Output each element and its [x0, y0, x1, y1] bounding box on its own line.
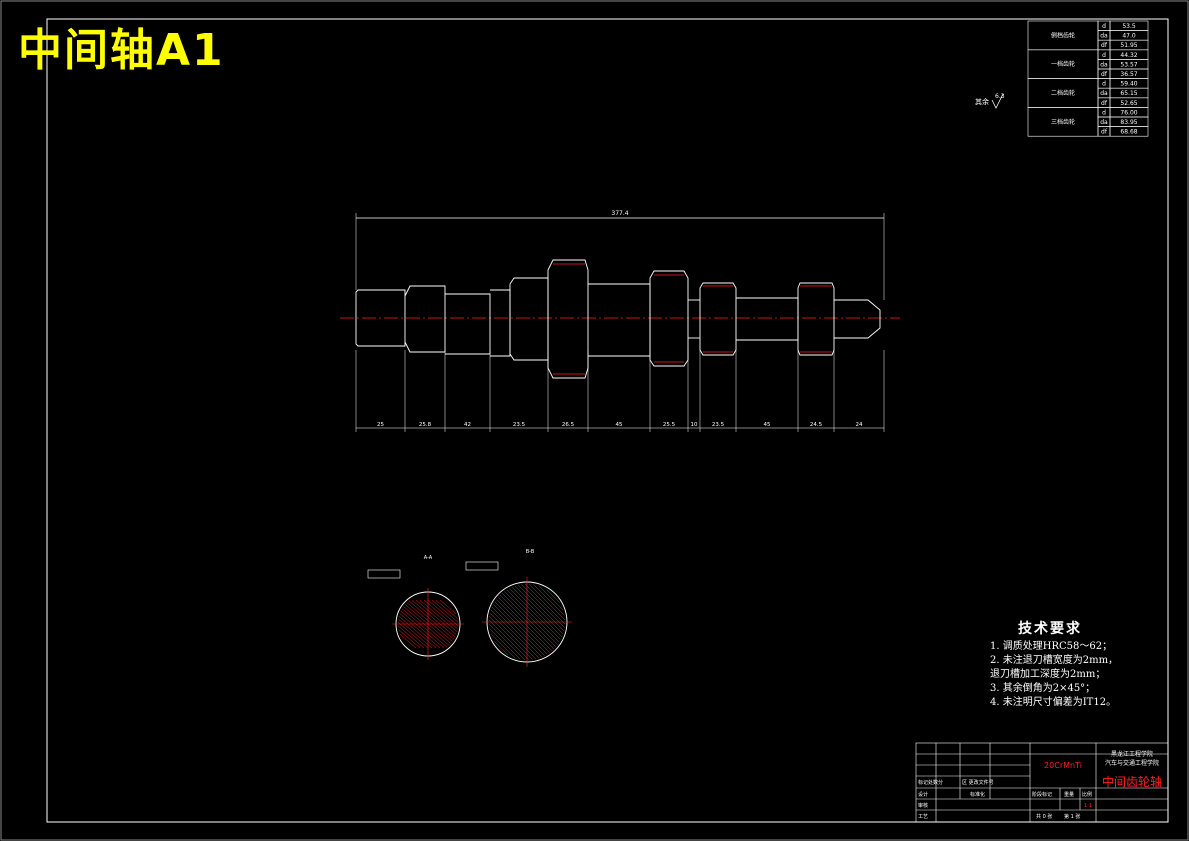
tech-req-item: 2. 未注退刀槽宽度为2mm，	[990, 655, 1119, 666]
segment-dimension-label: 25.5	[663, 422, 676, 428]
gear-param-symbol: df	[1101, 100, 1108, 107]
gear-param-symbol: da	[1100, 33, 1108, 40]
scale-value: 1:1	[1084, 803, 1092, 809]
shaft-gear-first	[547, 259, 589, 379]
overall-length-dimension: 377.4	[355, 210, 885, 300]
material-label: 20CrMnTi	[1044, 761, 1082, 770]
shaft-journal-1	[404, 285, 446, 353]
gear-param-value: 51.95	[1120, 42, 1137, 49]
review-label: 审核	[918, 802, 928, 809]
title-block	[915, 742, 1169, 823]
gear-param-symbol: d	[1102, 81, 1106, 88]
shaft-gear-third	[699, 282, 737, 356]
shaft-outline	[355, 259, 881, 379]
gear-param-symbol: df	[1101, 71, 1108, 78]
section-b-tolerance-frame	[465, 561, 499, 571]
tech-req-item: 退刀槽加工深度为2mm；	[990, 669, 1106, 680]
roughness-label: 其余	[975, 97, 989, 106]
gear-param-value: 47.0	[1122, 33, 1136, 40]
gear-param-symbol: d	[1102, 109, 1106, 116]
tech-req-item: 3. 其余倒角为2×45°；	[990, 683, 1096, 694]
segment-dimension-label: 45	[764, 422, 771, 428]
sheets-label: 共 0 张	[1036, 813, 1052, 820]
tech-req-item: 1. 调质处理HRC58～62；	[990, 641, 1113, 652]
gear-group-label: 二档齿轮	[1051, 89, 1075, 97]
section-view-b: B-B	[465, 549, 572, 667]
segment-dimension-label: 24	[856, 422, 863, 428]
section-a-tolerance-frame	[367, 569, 401, 579]
gear-param-value: 59.40	[1120, 81, 1137, 88]
gear-param-value: 53.5	[1122, 23, 1136, 30]
gear-param-value: 52.65	[1120, 100, 1137, 107]
shaft-end-right	[834, 299, 881, 339]
shaft-gear-second	[649, 270, 689, 367]
tech-req-item: 4. 未注明尺寸偏差为IT12。	[990, 697, 1117, 708]
design-label: 设计	[918, 791, 928, 798]
inner-frame	[46, 18, 1169, 823]
segment-dimension-label: 24.5	[810, 422, 823, 428]
doc-label: 区 更改文件号	[962, 779, 994, 786]
sheet-label: 第 1 张	[1064, 813, 1080, 820]
gear-param-value: 76.00	[1120, 109, 1137, 116]
shaft-splined-end	[797, 282, 835, 356]
gear-param-value: 65.15	[1120, 90, 1137, 97]
segment-dimension-label: 26.5	[562, 422, 575, 428]
gear-param-symbol: d	[1102, 52, 1106, 59]
section-b-label: B-B	[526, 549, 535, 555]
section-a-label: A-A	[424, 555, 433, 561]
gear-group-label: 倒档齿轮	[1051, 31, 1075, 39]
segment-dimension-label: 25.8	[419, 422, 432, 428]
dept-label: 汽车与交通工程学院	[1105, 759, 1159, 767]
roughness-note: 其余 6.3	[975, 93, 1005, 109]
gear-param-symbol: d	[1102, 23, 1106, 30]
gear-param-value: 53.57	[1120, 61, 1137, 68]
scale-label: 比例	[1082, 791, 1092, 798]
stage-label: 阶段标记	[1032, 791, 1052, 798]
shaft-mid-section	[588, 283, 651, 357]
gear-param-value: 44.32	[1120, 52, 1137, 59]
shaft-step-3	[736, 297, 799, 341]
segment-dimension-label: 23.5	[513, 422, 526, 428]
title-block-text: 20CrMnTi 黑龙江工程学院 汽车与交通工程学院 中间齿轮轴 标记处数分 区…	[918, 750, 1162, 820]
gear-param-symbol: df	[1101, 42, 1108, 49]
shaft-step-1	[445, 293, 491, 355]
gear-param-symbol: da	[1100, 61, 1108, 68]
roughness-value: 6.3	[995, 93, 1005, 100]
weight-label: 重量	[1064, 791, 1074, 798]
gear-tooth-marks	[553, 263, 832, 375]
gear-parameter-table: 倒档齿轮 d 53.5 da 47.0 df 51.95 一档齿轮 d 44.32 da 53.57 d…	[1027, 20, 1149, 137]
gear-param-value: 36.57	[1120, 71, 1137, 78]
segment-dimension-label: 42	[464, 422, 471, 428]
gear-group-label: 一档齿轮	[1051, 60, 1075, 68]
gear-param-symbol: da	[1100, 119, 1108, 126]
segment-dimension-label: 25	[377, 422, 384, 428]
segment-dimension-label: 10	[691, 422, 698, 428]
section-view-a: A-A	[367, 555, 464, 660]
gear-param-symbol: da	[1100, 90, 1108, 97]
technical-requirements: 技术要求 1. 调质处理HRC58～62； 2. 未注退刀槽宽度为2mm， 退刀…	[990, 622, 1170, 710]
section-b-hatch	[489, 584, 565, 660]
shaft-step-2	[490, 289, 511, 357]
school-label: 黑龙江工程学院	[1111, 750, 1153, 758]
segment-dimension-label: 45	[616, 422, 623, 428]
gear-param-symbol: df	[1101, 129, 1108, 136]
shaft-gear-reverse	[509, 277, 549, 361]
overall-length-label: 377.4	[611, 210, 628, 217]
tech-req-heading: 技术要求	[1018, 621, 1082, 637]
segment-dimension-label: 23.5	[712, 422, 725, 428]
gear-param-value: 68.68	[1120, 129, 1137, 136]
process-label: 工艺	[918, 814, 928, 820]
marks-label: 标记处数分	[918, 779, 943, 786]
standard-label: 标准化	[970, 791, 985, 798]
part-name-label: 中间齿轮轴	[1102, 774, 1162, 789]
roughness-symbol-icon	[991, 93, 1004, 109]
gear-group-label: 三档齿轮	[1051, 118, 1075, 126]
drawing-title: 中间轴A1	[18, 25, 225, 76]
segment-dimension-chain: 25 25.8 42 23.5 26.5 45 25.5 10 23.5 45 24.5 24	[355, 350, 885, 432]
shaft-end-left	[355, 289, 406, 347]
gear-param-value: 83.95	[1120, 119, 1137, 126]
